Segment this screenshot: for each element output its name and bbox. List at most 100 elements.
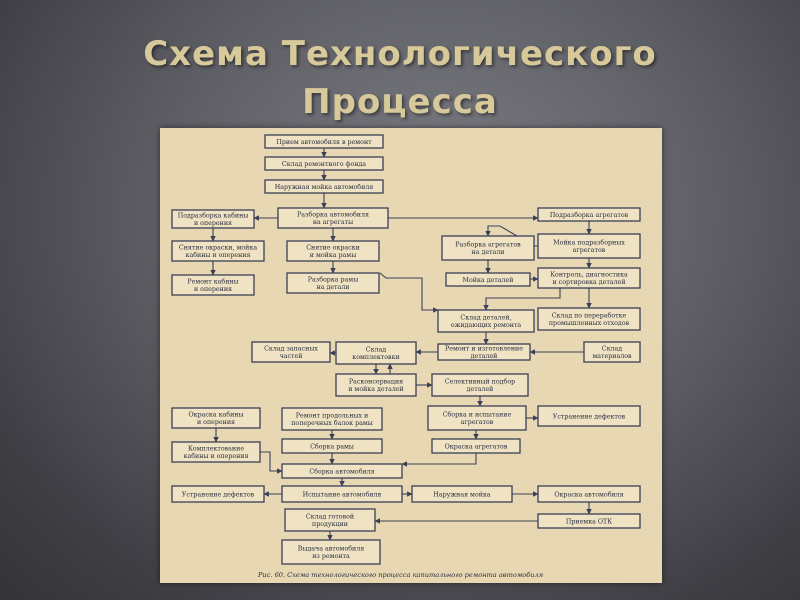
process-step-label: Подразборка кабины bbox=[178, 213, 249, 220]
process-step-label: Наружная мойка bbox=[433, 491, 491, 498]
process-step-frame bbox=[171, 240, 265, 262]
flow-arrow bbox=[485, 225, 538, 247]
process-step-label: Склад bbox=[366, 347, 387, 354]
process-step-box: Наружная мойка bbox=[411, 485, 513, 503]
process-step-label: Склад готовой bbox=[306, 514, 354, 521]
process-step-label: Разборка агрегатов bbox=[455, 242, 521, 249]
process-step-box: Подразборка агрегатов bbox=[537, 207, 641, 222]
process-step-frame bbox=[583, 341, 641, 363]
process-step-frame bbox=[281, 438, 383, 454]
process-step-label: Сборка рамы bbox=[310, 443, 354, 450]
process-step-box: Сборка рамы bbox=[281, 438, 383, 454]
process-step-frame bbox=[281, 463, 403, 479]
process-step-label: кабины и оперения bbox=[186, 252, 251, 259]
process-step-label: на детали bbox=[472, 249, 505, 256]
process-step-frame bbox=[537, 307, 641, 331]
process-step-label: Снятие окраски bbox=[306, 245, 360, 252]
process-step-frame bbox=[264, 134, 384, 149]
process-step-frame bbox=[171, 274, 255, 296]
slide-title: Схема Технологического Процесса bbox=[60, 30, 740, 126]
process-step-label: Окраска автомобиля bbox=[554, 491, 623, 498]
process-step-frame bbox=[171, 441, 261, 463]
process-step-frame bbox=[537, 207, 641, 222]
process-step-label: агрегатов bbox=[461, 419, 494, 426]
process-step-label: Разборка рамы bbox=[308, 277, 358, 284]
process-step-label: Сборка и испытание bbox=[443, 412, 512, 419]
process-step-frame bbox=[286, 272, 380, 294]
process-step-label: комплектовки bbox=[352, 354, 399, 361]
process-step-label: и мойка деталей bbox=[348, 386, 404, 393]
process-step-frame bbox=[411, 485, 513, 503]
process-step-label: Мойка подразборных bbox=[553, 240, 625, 247]
process-step-label: Склад деталей, bbox=[460, 315, 511, 322]
process-step-label: продукции bbox=[312, 521, 348, 528]
process-step-label: деталей bbox=[467, 386, 494, 393]
process-step-label: Окраска агрегатов bbox=[445, 443, 508, 450]
process-step-label: Снятие окраски, мойка bbox=[179, 245, 257, 252]
flow-arrow bbox=[483, 288, 561, 311]
process-step-label: Склад запасных bbox=[264, 346, 318, 353]
process-step-label: поперечных балок рамы bbox=[291, 420, 373, 427]
process-step-label: Выдача автомобиля bbox=[298, 546, 364, 553]
process-step-label: Сборка автомобиля bbox=[309, 468, 374, 475]
process-step-frame bbox=[431, 438, 521, 454]
process-step-frame bbox=[281, 485, 403, 503]
process-step-box: Окраска автомобиля bbox=[537, 485, 641, 503]
process-step-label: Расконсервация bbox=[349, 379, 403, 386]
flow-arrow bbox=[260, 451, 283, 474]
process-step-label: Ремонт кабины bbox=[187, 279, 238, 286]
process-step-frame bbox=[537, 485, 641, 503]
process-step-frame bbox=[445, 272, 531, 287]
process-step-label: материалов bbox=[592, 353, 632, 360]
process-step-box: Устранение дефектов bbox=[171, 485, 265, 503]
process-step-label: Окраска кабины bbox=[189, 412, 244, 419]
process-step-label: Прием автомобиля в ремонт bbox=[276, 139, 372, 146]
process-step-label: Комплектование bbox=[188, 446, 244, 453]
process-step-label: Подразборка агрегатов bbox=[550, 212, 629, 219]
process-step-frame bbox=[537, 233, 641, 259]
flow-arrow bbox=[379, 272, 439, 313]
process-step-frame bbox=[171, 407, 261, 429]
process-step-frame bbox=[427, 405, 527, 431]
process-step-frame bbox=[277, 207, 389, 229]
process-step-label: Склад по переработке bbox=[552, 313, 627, 320]
diagram-connectors bbox=[210, 148, 592, 541]
process-step-box: Окраска агрегатов bbox=[431, 438, 521, 454]
figure-caption: Рис. 60. Схема технологического процесса… bbox=[257, 571, 543, 579]
process-step-frame bbox=[537, 513, 641, 529]
process-step-label: на агрегаты bbox=[313, 219, 353, 226]
process-step-box: Приемка ОТК bbox=[537, 513, 641, 529]
slide-title-line-2: Процесса bbox=[302, 82, 498, 122]
process-step-frame bbox=[537, 405, 641, 427]
process-step-frame bbox=[335, 341, 417, 365]
process-step-label: Контроль, диагностика bbox=[550, 272, 628, 279]
process-step-label: и оперения bbox=[194, 220, 232, 227]
process-step-frame bbox=[264, 179, 384, 194]
process-step-label: Устранение дефектов bbox=[182, 491, 255, 498]
process-step-box: Прием автомобиля в ремонт bbox=[264, 134, 384, 149]
process-step-label: Ремонт и изготовление bbox=[445, 346, 523, 353]
process-step-box: Мойка деталей bbox=[445, 272, 531, 287]
process-step-label: и оперения bbox=[194, 286, 232, 293]
process-step-frame bbox=[284, 508, 376, 532]
process-step-frame bbox=[286, 240, 380, 262]
process-step-label: агрегатов bbox=[573, 247, 606, 254]
process-step-frame bbox=[251, 341, 331, 363]
